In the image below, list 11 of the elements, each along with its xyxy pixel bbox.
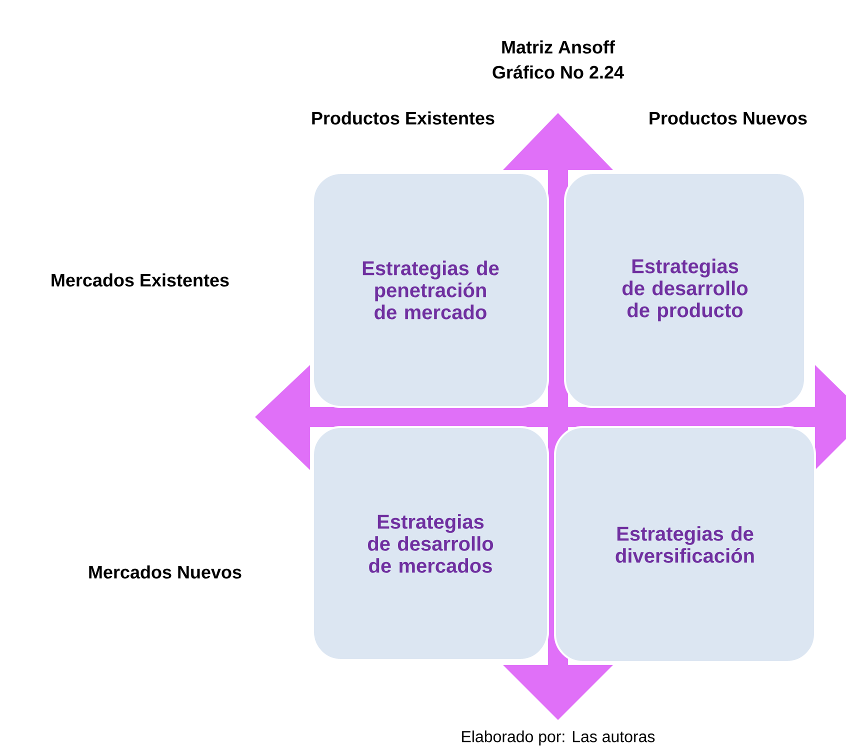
axis-label: Productos Existentes	[312, 111, 494, 125]
axis-label: Mercados Existentes	[52, 273, 229, 287]
caption-text: Gráfico No 2.24	[492, 65, 624, 79]
strategy-box: Estrategias de diversificación	[554, 426, 816, 663]
strategy-box: Estrategias de penetración de mercado	[312, 172, 549, 408]
axis-label: Mercados Nuevos	[89, 565, 242, 579]
strategy-box: Estrategias de desarrollo de mercados	[312, 426, 549, 661]
caption: Elaborado por: Las autoras	[462, 730, 655, 746]
axis-label: Productos Nuevos	[650, 111, 807, 125]
strategy-box: Estrategias de desarrollo de producto	[564, 172, 806, 408]
title: Matriz Ansoff	[502, 40, 616, 54]
